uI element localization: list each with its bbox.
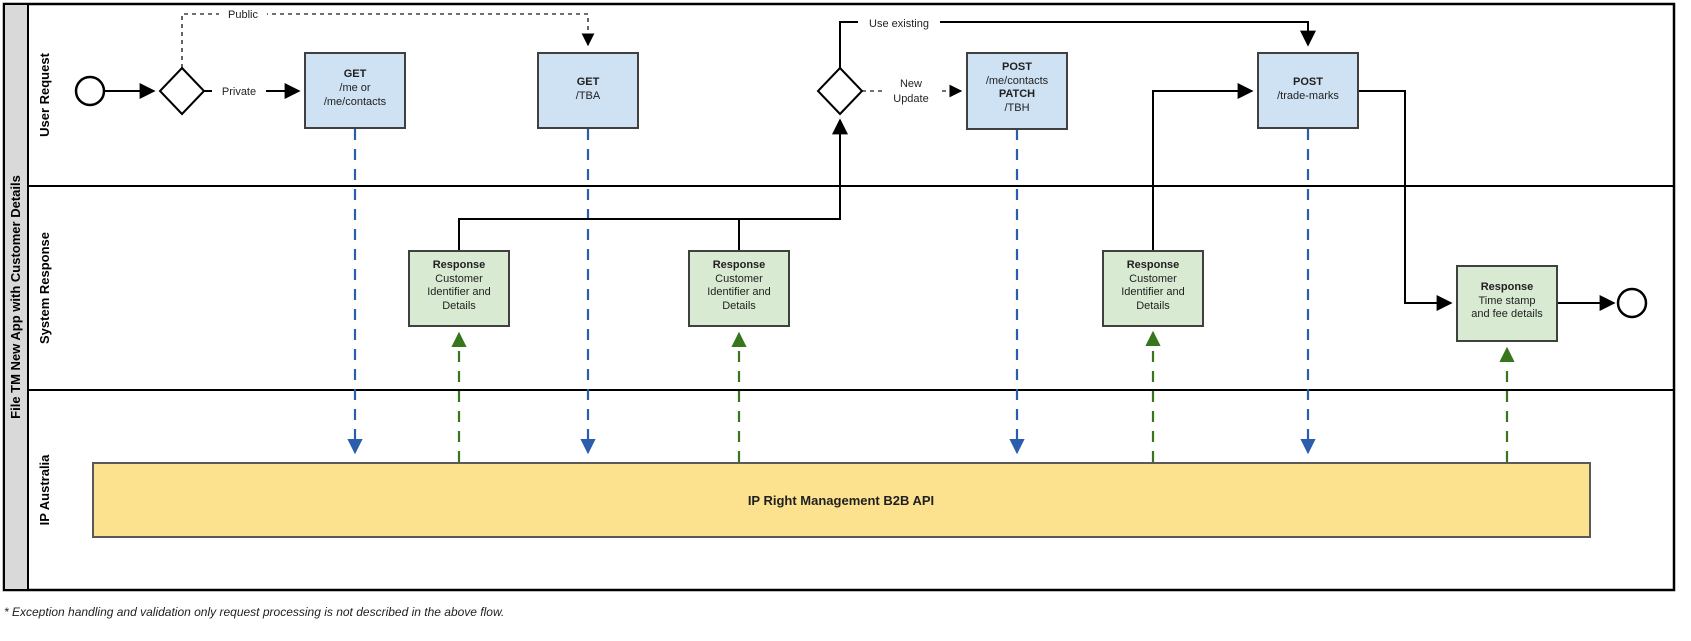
edge-label-public: Public <box>228 9 258 21</box>
response-time-line2: Time stamp <box>1478 295 1535 307</box>
edge-label-new: New <box>900 78 922 90</box>
response-box-3: Response Customer Identifier and Details <box>1102 250 1204 327</box>
response1-line4: Details <box>442 300 476 312</box>
edge-label-private: Private <box>222 86 256 98</box>
response-box-1: Response Customer Identifier and Details <box>408 250 510 327</box>
response2-line4: Details <box>722 300 756 312</box>
task-get-me-line2: /me or <box>339 82 371 94</box>
footnote: * Exception handling and validation only… <box>4 605 504 619</box>
lane-label-user-request: User Request <box>37 52 52 136</box>
flow-public <box>181 13 595 68</box>
task-get-tba-line1: GET <box>577 76 600 88</box>
task-post-trade-marks-line2: /trade-marks <box>1277 90 1339 102</box>
response2-line1: Response <box>713 259 766 271</box>
response-time-line1: Response <box>1481 281 1534 293</box>
task-get-me-line3: /me/contacts <box>324 96 387 108</box>
task-post-trade-marks-line1: POST <box>1293 76 1323 88</box>
flow-responses-to-gateway2 <box>458 118 848 251</box>
response1-line2: Customer <box>435 273 483 285</box>
pool-title: File TM New App with Customer Details <box>8 175 23 419</box>
task-get-me-line1: GET <box>344 68 367 80</box>
private-label-bg <box>212 81 266 99</box>
api-bar-label: IP Right Management B2B API <box>748 493 934 508</box>
response3-line3: Identifier and <box>1121 286 1185 298</box>
task-post-me-contacts-line3: PATCH <box>999 88 1035 100</box>
task-get-tba-line2: /TBA <box>576 90 601 102</box>
pool-title-strip <box>3 3 29 591</box>
use-existing-label-bg <box>858 15 940 31</box>
flow-use-existing <box>839 21 1316 68</box>
task-get-me: GET /me or /me/contacts <box>304 52 406 129</box>
task-post-me-contacts-line2: /me/contacts <box>986 75 1049 87</box>
response-box-2: Response Customer Identifier and Details <box>688 250 790 327</box>
flow-post-to-timestamp <box>1358 90 1453 311</box>
response2-line2: Customer <box>715 273 763 285</box>
response3-line1: Response <box>1127 259 1180 271</box>
response1-line1: Response <box>433 259 486 271</box>
lane-label-system-response: System Response <box>37 232 52 344</box>
task-post-trade-marks: POST /trade-marks <box>1257 52 1359 129</box>
lane-label-ip-australia: IP Australia <box>37 454 52 526</box>
task-post-me-contacts: POST /me/contacts PATCH /TBH <box>966 52 1068 130</box>
edge-label-update: Update <box>893 93 928 105</box>
start-event-icon <box>74 75 106 107</box>
task-post-me-contacts-line4: /TBH <box>1004 102 1029 114</box>
response3-line4: Details <box>1136 300 1170 312</box>
api-bar: IP Right Management B2B API <box>92 462 1591 538</box>
task-post-me-contacts-line1: POST <box>1002 61 1032 73</box>
public-label-bg <box>219 6 267 22</box>
gateway1-diamond-icon <box>158 66 206 116</box>
flow-response3-to-post <box>1152 83 1254 251</box>
new-update-label-bg <box>882 74 940 107</box>
end-event-icon <box>1616 287 1648 319</box>
response-box-timestamp: Response Time stamp and fee details <box>1456 265 1558 342</box>
response-time-line3: and fee details <box>1471 308 1543 320</box>
gateway2-diamond-icon <box>816 66 864 116</box>
response1-line3: Identifier and <box>427 286 491 298</box>
response2-line3: Identifier and <box>707 286 771 298</box>
task-get-tba: GET /TBA <box>537 52 639 129</box>
response3-line2: Customer <box>1129 273 1177 285</box>
edge-label-use-existing: Use existing <box>869 18 929 30</box>
